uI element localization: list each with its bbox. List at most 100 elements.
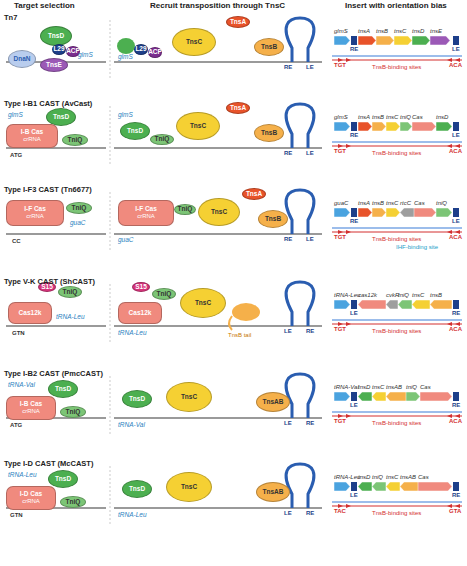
- protein-name: ACP: [148, 49, 162, 56]
- protein-shape: ACP: [66, 46, 80, 57]
- gene-name: Cas: [414, 200, 425, 206]
- gene-arrow: tRNA-Leu: [334, 482, 350, 491]
- text-label: TnsB-binding sites: [372, 510, 421, 516]
- gene-arrow: cas12k: [358, 300, 386, 309]
- protein-name: TnsAB: [263, 489, 284, 496]
- text-label: RE: [452, 310, 460, 316]
- protein-shape: I-D CascrRNA: [6, 486, 56, 510]
- gene-arrow-shape: [436, 122, 452, 131]
- text-label: ACA: [449, 234, 462, 240]
- gene-arrow: tnsAB: [386, 392, 406, 401]
- text-label: guaC: [70, 220, 86, 227]
- protein-shape: TnsB: [254, 124, 284, 142]
- gene-name: tRNA-Leu: [334, 474, 360, 480]
- gene-name: tniQ: [406, 384, 417, 390]
- gene-arrow-shape: [430, 36, 450, 45]
- protein-shape: TnsD: [122, 480, 152, 498]
- gene-arrow-shape: [358, 300, 386, 309]
- gene-name: tnsB: [372, 114, 384, 120]
- gene-arrow: tnsD: [412, 36, 430, 45]
- gene-arrow-shape: [386, 300, 398, 309]
- protein-shape: TnsC: [176, 112, 220, 140]
- gene-arrow: Cas: [412, 122, 436, 131]
- protein-shape: TnsD: [40, 26, 72, 46]
- gene-name: tnsC: [372, 384, 384, 390]
- protein-name: TnsC: [211, 209, 227, 216]
- gene-name: guaC: [334, 200, 348, 206]
- gene-name: tnsC: [412, 292, 424, 298]
- gene-arrow-shape: [358, 122, 372, 131]
- text-label: LE: [284, 328, 292, 334]
- gene-name: Cas: [418, 474, 429, 480]
- text-label: RE: [284, 150, 292, 156]
- gene-arrow: Cas: [418, 482, 452, 491]
- text-label: guaC: [118, 237, 134, 244]
- text-label: Type V-K CAST (ShCAST): [4, 278, 95, 286]
- gene-arrow: cvkR: [386, 300, 398, 309]
- text-label: tRNA-Leu: [8, 472, 37, 479]
- gene-arrow: tnsC: [386, 122, 400, 131]
- gene-arrow: rtcC: [400, 208, 414, 217]
- text-label: TnsB-binding sites: [372, 420, 421, 426]
- gene-arrow: tnsD: [358, 482, 372, 491]
- text-label: RE: [284, 236, 292, 242]
- text-label: ACA: [449, 62, 462, 68]
- protein-shape: TnsA: [242, 188, 266, 200]
- gene-arrow-shape: [400, 482, 418, 491]
- gene-arrow-shape: [334, 36, 350, 45]
- gene-arrow-shape: [358, 208, 372, 217]
- protein-shape: TnsE: [40, 58, 68, 72]
- gene-arrow-shape: [372, 392, 386, 401]
- protein-shape: L29: [134, 44, 148, 55]
- protein-shape: I-F CascrRNA: [118, 200, 174, 226]
- protein-name: crRNA: [26, 213, 44, 219]
- text-label: ATG: [10, 152, 22, 158]
- text-label: TnsB tail: [228, 332, 251, 338]
- gene-arrow-shape: [412, 300, 430, 309]
- gene-arrow: tnsA: [358, 208, 372, 217]
- gene-arrow: tniQ: [398, 300, 412, 309]
- text-label: RE: [350, 218, 358, 224]
- text-label: ACA: [449, 326, 462, 332]
- protein-name: TniQ: [68, 137, 83, 144]
- protein-name: TnsC: [181, 394, 197, 401]
- protein-name: S15: [135, 284, 147, 291]
- protein-name: TnsC: [190, 123, 206, 130]
- gene-arrow-shape: [386, 482, 400, 491]
- protein-name: Cas12k: [129, 310, 152, 317]
- gene-name: glmS: [334, 28, 348, 34]
- protein-name: L29: [53, 46, 64, 53]
- gene-arrow: tnsE: [430, 36, 450, 45]
- text-label: LE: [306, 236, 314, 242]
- text-label: LE: [350, 492, 358, 498]
- protein-name: crRNA: [22, 408, 40, 414]
- gene-name: tnsD: [412, 28, 424, 34]
- gene-name: tniQ: [436, 200, 447, 206]
- protein-name: I-B Cas: [20, 401, 42, 408]
- gene-arrow-shape: [334, 392, 350, 401]
- gene-arrow-shape: [412, 36, 430, 45]
- gene-name: tnsA: [358, 200, 370, 206]
- text-label: IHF-binding site: [396, 244, 438, 250]
- gene-arrow: tniQ: [400, 122, 412, 131]
- gene-arrow-shape: [406, 392, 420, 401]
- text-label: LE: [350, 402, 358, 408]
- gene-arrow: tnsB: [430, 300, 452, 309]
- gene-arrow: tnsC: [386, 208, 400, 217]
- text-label: LE: [452, 46, 460, 52]
- gene-name: tnsD: [436, 114, 448, 120]
- protein-shape: TnsAB: [256, 392, 290, 412]
- gene-name: Cas: [412, 114, 423, 120]
- gene-arrow-shape: [414, 208, 436, 217]
- protein-shape: S15: [132, 282, 150, 292]
- protein-name: TnsC: [195, 300, 211, 307]
- protein-name: I-F Cas: [24, 206, 46, 213]
- protein-name: L29: [135, 46, 146, 53]
- protein-shape: TniQ: [152, 288, 176, 300]
- protein-shape: TniQ: [58, 286, 82, 298]
- text-label: GTA: [449, 508, 461, 514]
- text-label: RE: [452, 402, 460, 408]
- protein-shape: TnsD: [48, 380, 78, 398]
- text-label: LE: [350, 310, 358, 316]
- gene-name: tnsB: [430, 292, 442, 298]
